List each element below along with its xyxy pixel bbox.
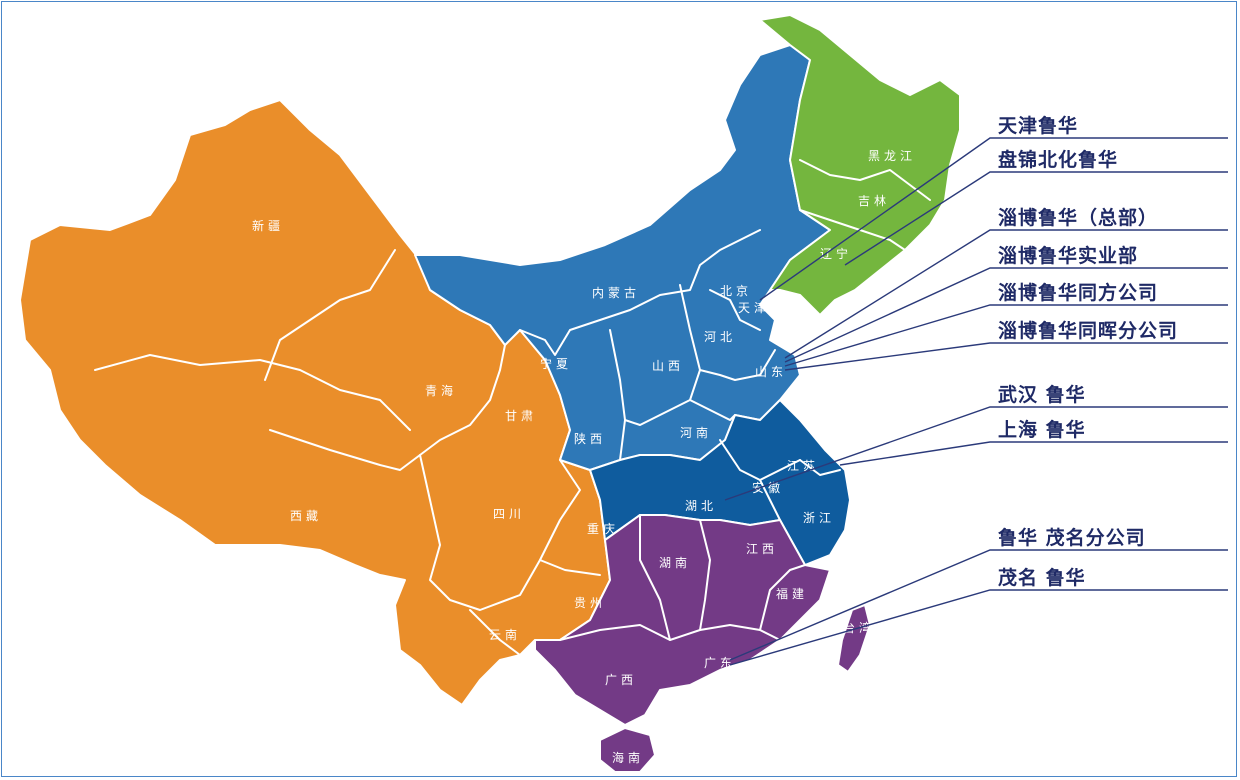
province-borders [94,159,931,656]
label-heilongjiang: 黑龙江 [868,149,916,163]
leader-lines [724,137,1228,666]
label-hunan: 湖南 [659,555,691,570]
label-jiangsu: 江苏 [787,459,819,473]
label-taiwan: 台湾 [843,620,875,635]
label-shaanxi: 陕西 [574,431,606,446]
label-guizhou: 贵州 [574,596,606,610]
label-chongqing: 重庆 [587,522,619,536]
label-neimenggu: 内蒙古 [592,285,640,300]
label-shanxi: 山西 [652,359,684,373]
label-shandong: 山东 [755,365,787,379]
label-xizang: 西藏 [290,509,322,523]
office-label: 武汉 鲁华 [998,383,1086,406]
label-jilin: 吉林 [858,194,890,208]
region-hainan [599,727,656,773]
region-taiwan [837,604,871,673]
region-south [534,514,831,726]
office-label: 盘锦北化鲁华 [998,148,1118,171]
region-west [19,99,611,706]
label-anhui: 安徽 [752,480,784,495]
label-fujian: 福建 [776,586,808,601]
office-label: 上海 鲁华 [998,418,1086,441]
office-label: 鲁华 茂名分公司 [997,526,1146,549]
office-labels: 天津鲁华 盘锦北化鲁华 淄博鲁华（总部） 淄博鲁华实业部 淄博鲁华同方公司 淄博… [997,114,1178,589]
label-henan: 河南 [680,425,712,440]
label-beijing: 北京 [720,284,752,298]
office-label: 淄博鲁华实业部 [998,244,1138,267]
label-liaoning: 辽宁 [820,246,852,261]
region-north [414,44,831,471]
province-labels: 新疆 西藏 青海 甘肃 宁夏 内蒙古 黑龙江 吉林 辽宁 北京 天津 河北 山西… [252,149,916,765]
label-gansu: 甘肃 [505,409,537,423]
label-hubei: 湖北 [685,498,717,513]
office-label: 淄博鲁华同晖分公司 [998,319,1178,342]
label-guangdong: 广东 [704,656,736,670]
label-guangxi: 广西 [605,673,637,687]
label-tianjin: 天津 [738,301,770,315]
label-qinghai: 青海 [425,383,457,398]
office-label: 淄博鲁华（总部） [998,206,1158,229]
label-yunnan: 云南 [489,627,521,642]
office-label: 淄博鲁华同方公司 [998,281,1158,304]
region-northeast [759,14,961,316]
label-shanghai: 上海 [845,458,877,473]
label-zhejiang: 浙江 [803,511,835,525]
label-hainan: 海南 [612,750,644,765]
office-label: 茂名 鲁华 [998,566,1086,589]
office-label: 天津鲁华 [998,114,1078,137]
label-jiangxi: 江西 [746,542,778,556]
label-sichuan: 四川 [493,507,525,521]
label-ningxia: 宁夏 [540,356,572,371]
label-xinjiang: 新疆 [252,218,284,233]
label-hebei: 河北 [704,330,736,344]
